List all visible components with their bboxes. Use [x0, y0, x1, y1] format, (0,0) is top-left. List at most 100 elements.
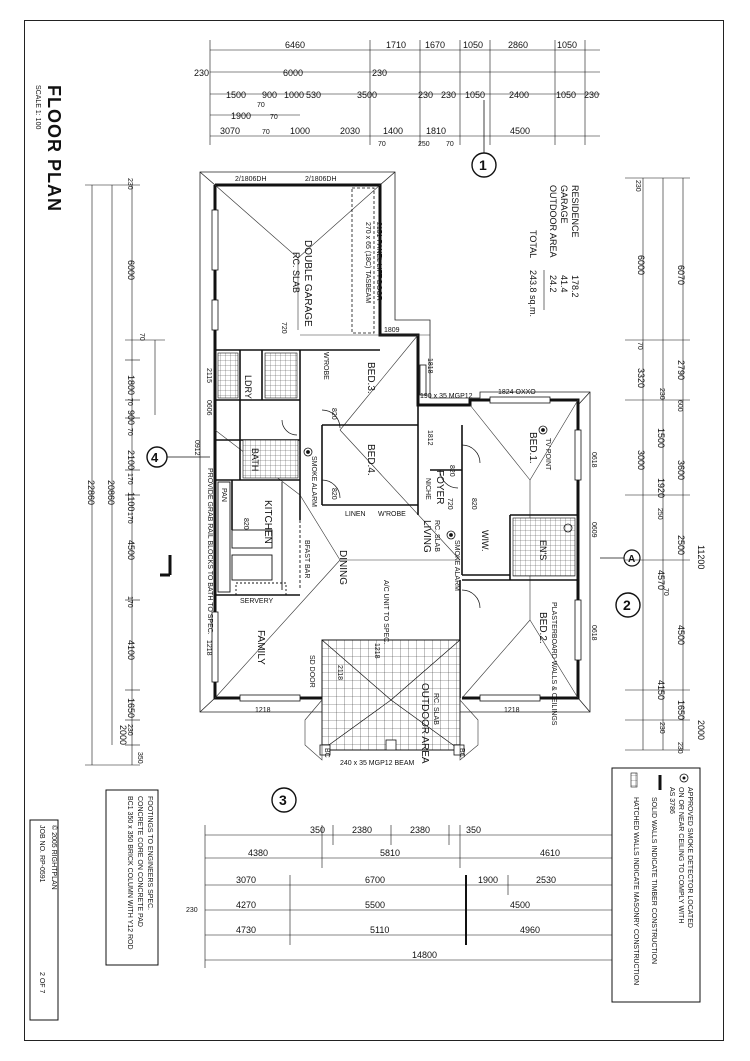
- room-wrobe: W'ROBE: [378, 511, 406, 518]
- window-size: 0618: [590, 625, 597, 641]
- room-bed4: BED.4.: [365, 444, 376, 476]
- bc-label-1: BC: [323, 748, 330, 758]
- legend-smoke-detector: APPROVED SMOKE DETECTOR LOCATED: [686, 787, 693, 928]
- dim-text: 1650: [126, 698, 136, 718]
- marker-label: A: [628, 554, 635, 565]
- sheet-number: 2 OF 7: [38, 972, 45, 994]
- section-marker-4: 4: [146, 446, 210, 468]
- dim-text: 70: [446, 141, 454, 148]
- dim-text: 1000: [290, 126, 310, 136]
- dim-text: 70: [126, 398, 133, 406]
- legend-smoke-detector-2: ON OR NEAR CEILING TO COMPLY WITH: [677, 787, 684, 923]
- garage-window-1: 2/1806DH: [235, 176, 267, 183]
- room-kitchen: KITCHEN: [262, 500, 273, 544]
- room-outdoor: OUTDOOR AREA: [419, 683, 430, 764]
- dim-text: 4100: [126, 640, 136, 660]
- dim-text: 170: [126, 473, 133, 485]
- laundry-tiles: [217, 352, 239, 399]
- grab-rail-note: PROVIDE GRAB RAIL BLOCKS TO BATH TO SPEC…: [206, 468, 213, 635]
- dim-text: 2500: [676, 535, 686, 555]
- window-size: 0606: [205, 400, 212, 416]
- dim-text: 4610: [540, 848, 560, 858]
- bottom-dimensions: [204, 825, 641, 968]
- dim-text: 230: [126, 178, 133, 190]
- window-size: 820: [330, 488, 337, 500]
- garage-door-outline: [351, 187, 375, 334]
- outdoor-area: [304, 639, 479, 761]
- bc1-note-line: BC1 350 x 350 BRICK COLUMN WITH Y12 ROD: [126, 796, 133, 950]
- right-dim-text: 230 6070 6000 70 2790 3320 230 600 1500 …: [634, 180, 706, 754]
- window-size: 1218: [373, 643, 380, 659]
- dim-text: 3070: [236, 875, 256, 885]
- bc1-note-box: BC1 350 x 350 BRICK COLUMN WITH Y12 ROD …: [105, 789, 159, 966]
- dim-text: 2380: [410, 825, 430, 835]
- dim-text: 230: [676, 742, 683, 754]
- top-dimensions: [209, 40, 600, 145]
- dim-text: 230: [186, 907, 198, 914]
- window-size: 820: [242, 518, 249, 530]
- bc1-note-line: CONCRETE CORE ON CONCRETE PAD: [136, 796, 143, 927]
- room-garage: DOUBLE GARAGE: [302, 240, 313, 327]
- dim-text: 70: [262, 129, 270, 136]
- dim-text: 2000: [118, 725, 128, 745]
- room-wrobe2: W'ROBE: [322, 352, 329, 380]
- dim-text: 1810: [426, 126, 446, 136]
- dim-text: 4500: [510, 900, 530, 910]
- room-bath: BATH: [250, 448, 260, 471]
- dim-text: 900: [126, 410, 136, 425]
- dim-text: 70: [126, 428, 133, 436]
- dim-text: 70: [636, 342, 643, 350]
- bottom-dim-text: 350 2380 2380 350 4380 5810 4610 3070 67…: [186, 825, 654, 960]
- title-block: JOB NO. RP-0591 © 2005 RIGHTPLAN 2 OF 7: [29, 819, 59, 1021]
- window-size: 720: [280, 322, 287, 334]
- dim-text: 3500: [357, 90, 377, 100]
- window-size-labels: 1218 1218 1218 1218 0618 0618 0609 0606 …: [193, 322, 597, 714]
- dim-text: 70: [378, 141, 386, 148]
- dim-text: 1900: [478, 875, 498, 885]
- left-dimensions: [85, 184, 172, 766]
- room-bed2-note: PLASTERBOARD WALLS & CEILINGS: [550, 602, 557, 726]
- legend-solid-walls: SOLID WALLS INDICATE TIMBER CONSTRUCTION: [650, 797, 657, 964]
- dim-text: 4500: [676, 625, 686, 645]
- window-size: 1812: [426, 430, 433, 446]
- dim-text: 230: [634, 180, 641, 192]
- drawing-scale: SCALE 1: 100: [34, 85, 41, 129]
- area-total-value: 243.8 sq.m.: [528, 270, 538, 317]
- window-size: 820: [470, 498, 477, 510]
- dim-text: 1500: [226, 90, 246, 100]
- window-size: 820: [448, 465, 455, 477]
- room-ldry: LDRY: [243, 375, 253, 399]
- dim-text: 14800: [412, 950, 437, 960]
- dim-text: 2790: [676, 360, 686, 380]
- dim-text: 1670: [425, 40, 445, 50]
- dim-text: 4960: [520, 925, 540, 935]
- sheet-border: [24, 20, 724, 1041]
- dim-text: 1500: [656, 428, 666, 448]
- legend-hatched-walls: HATCHED WALLS INDICATE MASONRY CONSTRUCT…: [632, 797, 639, 985]
- window-size: 720: [446, 498, 453, 510]
- dim-text: 4500: [126, 540, 136, 560]
- dim-text: 4150: [656, 680, 666, 700]
- dim-text: 230: [418, 90, 433, 100]
- dim-text: 1050: [465, 90, 485, 100]
- room-outdoor-slab: RC. SLAB: [432, 693, 439, 725]
- dim-text: 350: [466, 825, 481, 835]
- dim-text: 250: [656, 508, 663, 520]
- window-size: 1218: [255, 707, 271, 714]
- room-dining: DINING: [337, 550, 348, 585]
- smoke-detectors: [303, 425, 573, 540]
- bath-tiles: [242, 439, 299, 479]
- window-size: 1809: [384, 327, 400, 334]
- marker-label: 2: [623, 597, 631, 613]
- area-total-label: TOTAL: [528, 230, 538, 258]
- bc1-note: BC1 350 x 350 BRICK COLUMN WITH Y12 ROD: [126, 796, 133, 950]
- dim-text: 4570: [656, 570, 666, 590]
- dim-text: 1000: [284, 90, 304, 100]
- dim-text: 4500: [510, 126, 530, 136]
- outdoor-beam-note: 240 x 35 MGP12 BEAM: [340, 760, 414, 767]
- dim-text: 900: [262, 90, 277, 100]
- room-garage-slab: RC. SLAB: [291, 252, 301, 293]
- garage-door-note: 2151 PANEL LIFT DOOR: [375, 222, 382, 301]
- dim-text: 1920: [656, 478, 666, 498]
